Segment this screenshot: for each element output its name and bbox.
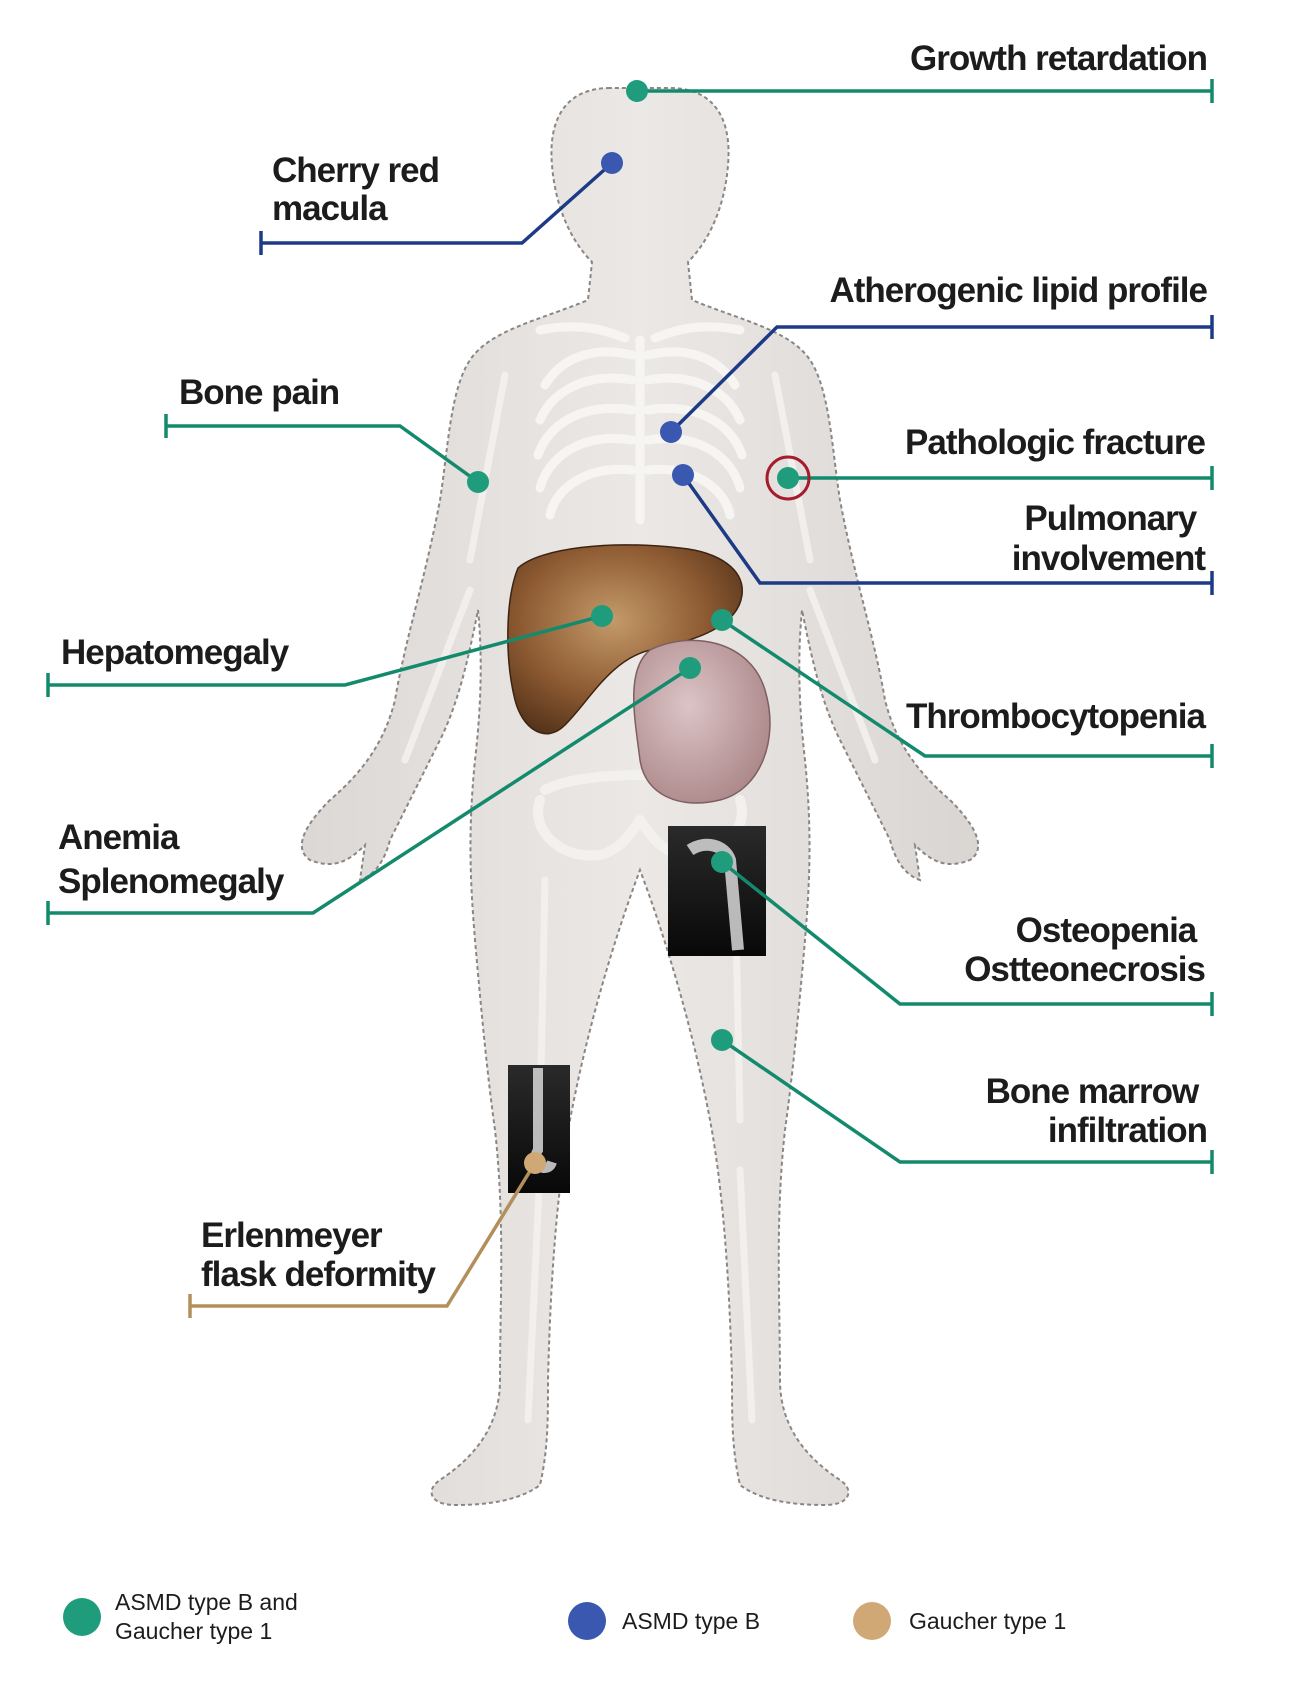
- line-growth-retardation: [637, 79, 1214, 103]
- label-pathologic-fracture: Pathologic fracture: [905, 423, 1205, 462]
- line-bone-marrow-infiltration: [721, 1038, 1214, 1174]
- line-erlenmeyer-flask-deformity: [188, 1162, 537, 1318]
- line-atherogenic-lipid-profile: [669, 315, 1214, 434]
- line-pathologic-fracture: [788, 466, 1214, 490]
- legend-label: ASMD type B and Gaucher type 1: [115, 1589, 304, 1644]
- label-osteopenia-osteonecrosis: Osteopenia Ostteonecrosis: [964, 911, 1205, 989]
- legend-label: Gaucher type 1: [909, 1608, 1066, 1634]
- legend-label: ASMD type B: [622, 1608, 760, 1634]
- line-osteopenia-osteonecrosis: [720, 860, 1214, 1016]
- marker-pathologic-fracture: [777, 467, 799, 489]
- label-cherry-red-macula: Cherry red macula: [272, 151, 448, 228]
- legend-item-asmd-b-and-gaucher-1: ASMD type B and Gaucher type 1: [63, 1589, 304, 1644]
- line-anemia-splenomegaly: [46, 666, 691, 925]
- marker-cherry-red-macula: [601, 152, 623, 174]
- marker-anemia-splenomegaly: [679, 657, 701, 679]
- marker-erlenmeyer-flask-deformity: [524, 1152, 546, 1174]
- label-hepatomegaly: Hepatomegaly: [61, 633, 290, 672]
- marker-bone-marrow-infiltration: [711, 1029, 733, 1051]
- leader-lines: [46, 79, 1214, 1318]
- marker-atherogenic-lipid-profile: [660, 421, 682, 443]
- label-bone-marrow-infiltration: Bone marrow infiltration: [986, 1072, 1207, 1150]
- label-pulmonary-involvement: Pulmonary involvement: [1012, 499, 1207, 578]
- marker-bone-pain: [467, 471, 489, 493]
- label-atherogenic-lipid-profile: Atherogenic lipid profile: [829, 271, 1207, 310]
- label-thrombocytopenia: Thrombocytopenia: [906, 697, 1207, 736]
- label-growth-retardation: Growth retardation: [910, 39, 1207, 78]
- label-erlenmeyer-flask-deformity: Erlenmeyer flask deformity: [201, 1216, 436, 1294]
- legend: ASMD type B and Gaucher type 1 ASMD type…: [63, 1589, 1066, 1644]
- fracture-ring: [765, 455, 811, 501]
- label-anemia-splenomegaly: Anemia Splenomegaly: [58, 818, 285, 901]
- legend-swatch-teal: [63, 1598, 101, 1636]
- annotation-labels: Growth retardation Cherry red macula Ath…: [58, 39, 1209, 1294]
- legend-item-gaucher-1: Gaucher type 1: [853, 1602, 1066, 1640]
- marker-thrombocytopenia: [711, 609, 733, 631]
- marker-hepatomegaly: [591, 605, 613, 627]
- marker-pulmonary-involvement: [672, 464, 694, 486]
- legend-item-asmd-b: ASMD type B: [568, 1602, 760, 1640]
- legend-swatch-blue: [568, 1602, 606, 1640]
- point-markers: [467, 80, 811, 1174]
- label-bone-pain: Bone pain: [179, 373, 339, 412]
- legend-swatch-tan: [853, 1602, 891, 1640]
- line-hepatomegaly: [46, 614, 603, 697]
- line-bone-pain: [164, 414, 480, 484]
- line-pulmonary-involvement: [681, 473, 1214, 595]
- spleen: [633, 639, 771, 804]
- body-silhouette: [300, 87, 980, 1507]
- line-thrombocytopenia: [721, 618, 1214, 768]
- line-cherry-red-macula: [259, 161, 614, 255]
- marker-growth-retardation: [626, 80, 648, 102]
- marker-osteopenia-osteonecrosis: [711, 851, 733, 873]
